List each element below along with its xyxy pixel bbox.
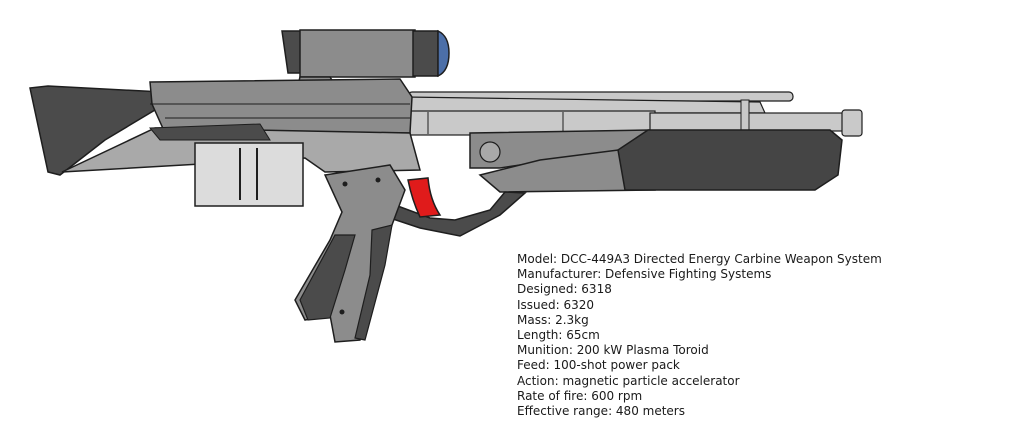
front-sight-post: [740, 99, 750, 131]
spec-value: 600 rpm: [591, 388, 643, 403]
spec-label: Action: [517, 373, 555, 388]
spec-value: 65cm: [566, 328, 600, 343]
spec-label: Munition: [517, 343, 569, 358]
spec-value: 2.3kg: [555, 312, 589, 327]
selector-switch: [479, 141, 501, 163]
spec-line: Feed: 100-shot power pack: [517, 358, 680, 373]
handguard: [469, 129, 843, 193]
spec-label: Model: [517, 252, 554, 266]
spec-line: Model: DCC-449A3 Directed Energy Carbine…: [517, 252, 882, 266]
spec-line: Length: 65cm: [517, 328, 600, 343]
ejection-port: [148, 123, 271, 141]
spec-line: Effective range: 480 meters: [517, 404, 685, 419]
receiver-upper: [149, 78, 413, 134]
handguard-front: [617, 129, 843, 191]
spec-sheet: Model: DCC-449A3 Directed Energy Carbine…: [517, 252, 882, 419]
spec-label: Mass: [517, 312, 548, 327]
spec-value: DCC-449A3 Directed Energy Carbine Weapon…: [560, 252, 882, 266]
muzzle-device: [841, 109, 863, 137]
pistol-grip-backstrap: [354, 224, 393, 341]
spec-line: Mass: 2.3kg: [517, 312, 589, 327]
spec-value: 6318: [581, 282, 612, 297]
scope: [281, 29, 450, 86]
stock: [29, 85, 166, 176]
spec-label: Issued: [517, 297, 556, 312]
spec-line: Munition: 200 kW Plasma Toroid: [517, 343, 709, 358]
spec-line: Manufacturer: Defensive Fighting Systems: [517, 267, 772, 282]
spec-label: Manufacturer: [517, 267, 598, 282]
pistol-grip: [294, 164, 406, 343]
scope-front-bell: [412, 30, 439, 77]
spec-value: 100-shot power pack: [553, 358, 680, 373]
spec-label: Designed: [517, 282, 574, 297]
spec-line: Designed: 6318: [517, 282, 612, 297]
spec-label: Rate of fire: [517, 388, 584, 403]
spec-value: Defensive Fighting Systems: [605, 267, 772, 282]
magazine: [194, 142, 304, 207]
spec-line: Rate of fire: 600 rpm: [517, 388, 643, 403]
spec-value: 480 meters: [615, 404, 685, 419]
spec-value: 6320: [563, 297, 595, 312]
spec-label: Effective range: [517, 404, 609, 419]
spec-label: Length: [517, 328, 559, 343]
trigger: [407, 177, 442, 218]
spec-value: magnetic particle accelerator: [562, 373, 740, 388]
spec-line: Action: magnetic particle accelerator: [517, 373, 740, 388]
spec-label: Feed: [517, 358, 546, 373]
scope-body: [299, 29, 416, 78]
pistol-grip-panel: [299, 234, 356, 321]
trigger-guard: [389, 191, 527, 237]
spec-line: Issued: 6320: [517, 297, 595, 312]
spec-value: 200 kW Plasma Toroid: [576, 343, 709, 358]
scope-lens: [437, 29, 450, 78]
